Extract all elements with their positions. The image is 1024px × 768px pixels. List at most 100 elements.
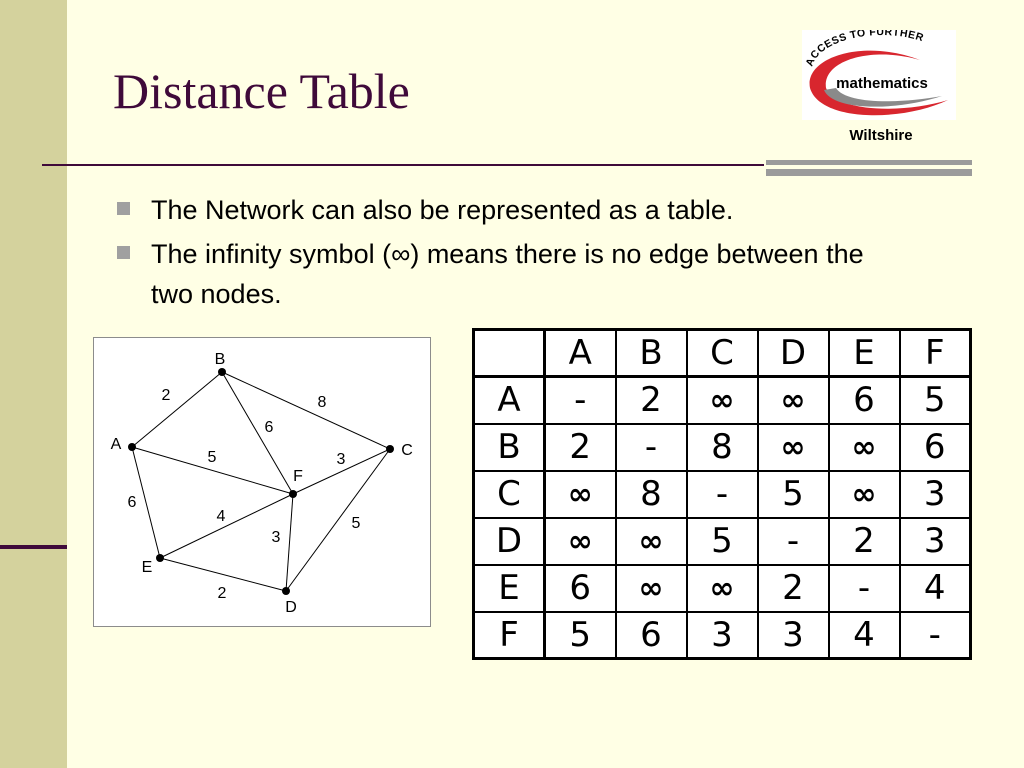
table-cell: - <box>614 422 688 472</box>
table-cell: 8 <box>685 422 759 472</box>
logo-word: mathematics <box>836 75 928 92</box>
edge-c-d <box>285 448 391 592</box>
column-header: A <box>543 328 617 378</box>
table-cell: 6 <box>827 375 901 425</box>
grey-accent-bar-bottom <box>766 169 972 176</box>
square-bullet-icon <box>117 202 130 215</box>
bullet-item: The infinity symbol (∞) means there is n… <box>113 234 873 314</box>
node-d <box>282 587 290 595</box>
table-cell: - <box>756 516 830 566</box>
table-cell: 5 <box>898 375 972 425</box>
node-e <box>156 554 164 562</box>
table-cell: - <box>898 610 972 660</box>
table-cell: 5 <box>685 516 759 566</box>
edge-a-e <box>131 446 161 559</box>
distance-table: A B C D E F A - 2 ∞ ∞ 6 5 B 2 - 8 ∞ ∞ 6 … <box>472 328 972 660</box>
column-header: D <box>756 328 830 378</box>
grey-accent-bar-top <box>766 160 972 165</box>
table-cell: 2 <box>827 516 901 566</box>
logo-grey-swoosh <box>824 88 942 107</box>
edge-weight-label: 3 <box>337 451 346 468</box>
edge-weight-label: 6 <box>265 419 274 436</box>
logo-caption: Wiltshire <box>849 127 913 144</box>
node-label: F <box>293 468 303 485</box>
edge-e-d <box>159 557 287 592</box>
table-header-row: A B C D E F <box>472 328 972 378</box>
edge-f-c <box>292 448 391 495</box>
table-cell: 6 <box>898 422 972 472</box>
table-cell: 3 <box>756 610 830 660</box>
node-label: D <box>285 599 297 616</box>
table-cell: 2 <box>543 422 617 472</box>
node-label: E <box>142 559 153 576</box>
edge-weight-label: 2 <box>218 585 227 602</box>
row-header: F <box>472 610 546 660</box>
node-label: C <box>401 442 413 459</box>
table-cell: 2 <box>614 375 688 425</box>
column-header: F <box>898 328 972 378</box>
table-cell: 4 <box>827 610 901 660</box>
column-header: C <box>685 328 759 378</box>
table-cell: 6 <box>543 563 617 613</box>
table-row: B 2 - 8 ∞ ∞ 6 <box>472 422 972 472</box>
row-header: A <box>472 375 546 425</box>
table-cell: ∞ <box>685 563 759 613</box>
bullet-item: The Network can also be represented as a… <box>113 190 873 230</box>
table-cell: ∞ <box>685 375 759 425</box>
node-label: B <box>215 351 226 368</box>
table-cell: ∞ <box>827 422 901 472</box>
access-to-further-mathematics-logo: ACCESS TO FURTHER mathematics <box>802 30 956 120</box>
table-cell: 3 <box>898 469 972 519</box>
table-cell: ∞ <box>827 469 901 519</box>
table-row: A - 2 ∞ ∞ 6 5 <box>472 375 972 425</box>
left-band-rule <box>0 545 67 549</box>
table-cell: 2 <box>756 563 830 613</box>
table-cell: 8 <box>614 469 688 519</box>
table-cell: 6 <box>614 610 688 660</box>
row-header: B <box>472 422 546 472</box>
table-cell: ∞ <box>756 422 830 472</box>
column-header: B <box>614 328 688 378</box>
table-cell: - <box>543 375 617 425</box>
logo-arc-text: ACCESS TO FURTHER <box>804 30 926 68</box>
edge-b-c <box>221 371 391 450</box>
bullet-text: The infinity symbol (∞) means there is n… <box>151 239 864 309</box>
edge-weight-label: 8 <box>318 394 327 411</box>
table-cell: 4 <box>898 563 972 613</box>
table-cell: 3 <box>898 516 972 566</box>
table-row: F 5 6 3 3 4 - <box>472 610 972 660</box>
table-row: D ∞ ∞ 5 - 2 3 <box>472 516 972 566</box>
edge-a-b <box>131 371 223 448</box>
square-bullet-icon <box>117 246 130 259</box>
table-cell: ∞ <box>543 516 617 566</box>
title-underline-rule <box>42 164 764 166</box>
row-header: E <box>472 563 546 613</box>
edge-weight-label: 2 <box>162 387 171 404</box>
node-c <box>386 445 394 453</box>
edge-e-f <box>159 493 294 559</box>
table-cell: 3 <box>685 610 759 660</box>
table-cell: ∞ <box>543 469 617 519</box>
bullet-text: The Network can also be represented as a… <box>151 195 734 225</box>
slide-title: Distance Table <box>113 63 410 119</box>
table-cell: 5 <box>756 469 830 519</box>
left-decorative-band <box>0 0 67 768</box>
node-label: A <box>111 436 122 453</box>
node-b <box>218 368 226 376</box>
bullet-list: The Network can also be represented as a… <box>113 190 873 318</box>
row-header: C <box>472 469 546 519</box>
table-row: E 6 ∞ ∞ 2 - 4 <box>472 563 972 613</box>
edge-f-d <box>285 493 294 592</box>
table-cell: 5 <box>543 610 617 660</box>
column-header: E <box>827 328 901 378</box>
node-a <box>128 443 136 451</box>
table-cell: ∞ <box>614 563 688 613</box>
edge-b-f <box>221 371 294 495</box>
table-cell: - <box>827 563 901 613</box>
edge-weight-label: 6 <box>128 494 137 511</box>
table-row: C ∞ 8 - 5 ∞ 3 <box>472 469 972 519</box>
edge-weight-label: 5 <box>208 449 217 466</box>
edge-a-f <box>131 446 294 495</box>
